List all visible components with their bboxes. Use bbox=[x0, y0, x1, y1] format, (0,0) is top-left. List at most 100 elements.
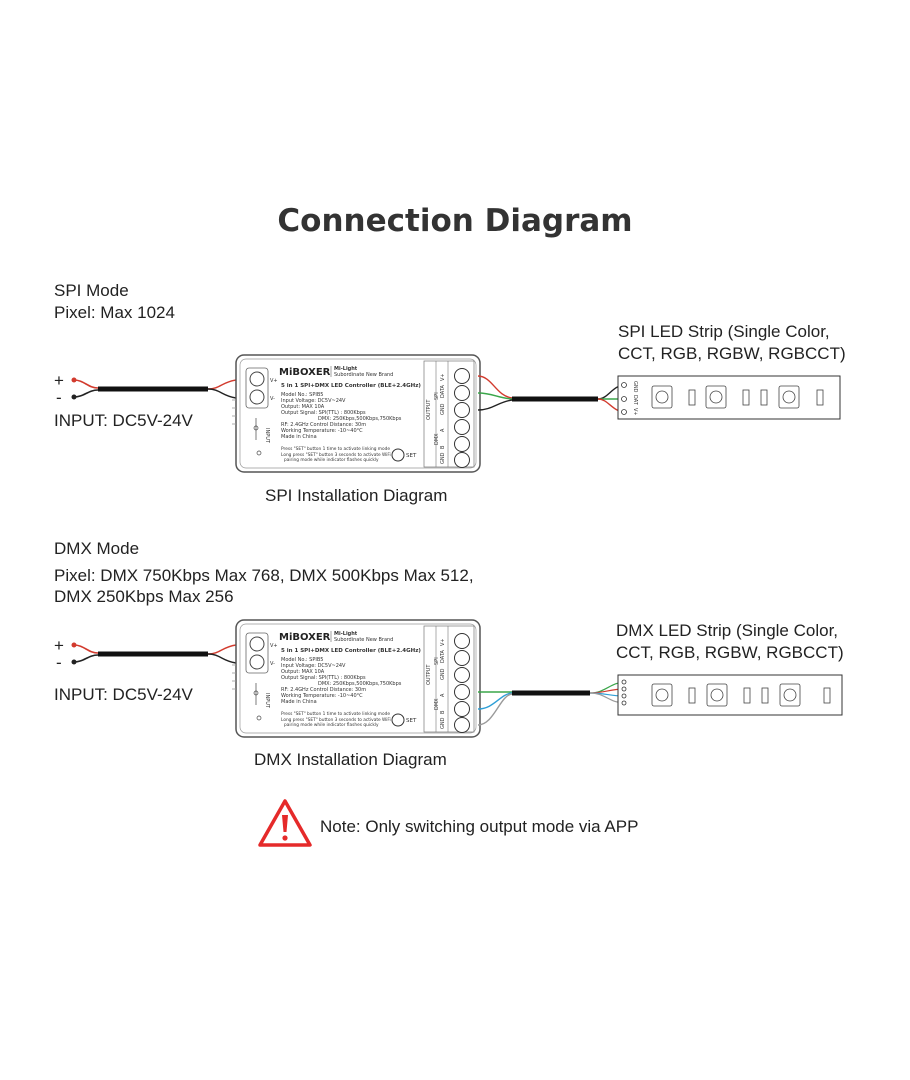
dmx-strip-label-2: CCT, RGB, RGBW, RGBCCT) bbox=[616, 643, 844, 662]
spi-pin-label: V+ bbox=[440, 373, 446, 381]
spi-section: V+ V- INPUT MiBOXER Mi-Light Subordinate… bbox=[71, 354, 841, 473]
spi-strip-label-2: CCT, RGB, RGBW, RGBCCT) bbox=[618, 344, 846, 363]
spi-output-label: OUTPUT bbox=[426, 399, 432, 420]
strip-pin-dat: DAT bbox=[632, 395, 638, 406]
dmx-indicator-led bbox=[256, 715, 262, 721]
spi-set-button[interactable] bbox=[391, 448, 405, 462]
spi-pin-label: A bbox=[440, 428, 446, 432]
dmx-brand-sub1: Mi-Light bbox=[334, 631, 358, 637]
spi-input-label: INPUT: DC5V-24V bbox=[54, 411, 193, 430]
dmx-polarity-icon bbox=[253, 683, 259, 705]
dmx-caption: DMX Installation Diagram bbox=[254, 750, 447, 769]
dmx-spec-line: Output Signal: SPI(TTL) : 800Kbps bbox=[281, 675, 366, 681]
dmx-pin-label: DATA bbox=[440, 650, 446, 663]
dmx-spec-line: Output: MAX 10A bbox=[281, 669, 325, 675]
spi-output-pin-labels: V+ DATA GND A B GND bbox=[440, 373, 446, 464]
dmx-output-label: OUTPUT bbox=[426, 664, 432, 685]
dmx-spec-line: Input Voltage: DC5V~24V bbox=[281, 663, 346, 669]
spi-indicator-led bbox=[256, 450, 262, 456]
spi-pixel-label: Pixel: Max 1024 bbox=[54, 303, 175, 322]
spi-brand-sub2: Subordinate New Brand bbox=[334, 372, 393, 378]
dmx-plus-label: + bbox=[54, 636, 64, 655]
dmx-input-vplus: V+ bbox=[270, 643, 278, 649]
dmx-port-dmx-label: DMX bbox=[434, 698, 440, 710]
dmx-brand-sub2: Subordinate New Brand bbox=[334, 637, 393, 643]
spi-polarity-icon bbox=[253, 418, 259, 440]
spi-port-dmx-label: DMX bbox=[434, 433, 440, 445]
spi-hint-3: pairing mode while indicator flashes qui… bbox=[284, 457, 379, 463]
spi-led-strip: GND DAT V+ bbox=[617, 375, 841, 420]
dmx-controller: V+ V- INPUT MiBOXER Mi-Light Subordinate… bbox=[232, 619, 481, 738]
spi-input-vminus: V- bbox=[270, 396, 275, 402]
dmx-port-spi-label: SPI bbox=[434, 657, 440, 665]
dmx-spec-line: Made in China bbox=[281, 699, 317, 705]
spi-spec-line: DMX: 250Kbps,500Kbps,750Kbps bbox=[318, 416, 402, 422]
dmx-output-terminals bbox=[454, 633, 470, 733]
dmx-set-button[interactable] bbox=[391, 713, 405, 727]
dmx-hint-2: Long press "SET" button 3 seconds to act… bbox=[281, 717, 391, 723]
dmx-minus-label: - bbox=[56, 653, 62, 672]
spi-pin-label: GND bbox=[440, 452, 446, 464]
spi-set-label: SET bbox=[406, 453, 417, 459]
spi-spec-line: Output Signal: SPI(TTL) : 800Kbps bbox=[281, 410, 366, 416]
spi-controller: V+ V- INPUT MiBOXER Mi-Light Subordinate… bbox=[232, 354, 481, 473]
warning-icon bbox=[258, 799, 312, 847]
dmx-hint-3: pairing mode while indicator flashes qui… bbox=[284, 722, 379, 728]
spi-spec-line: RF: 2.4GHz Control Distance: 30m bbox=[281, 422, 366, 428]
spi-brand: MiBOXER bbox=[279, 367, 331, 378]
spi-input-vplus: V+ bbox=[270, 378, 278, 384]
spi-plus-label: + bbox=[54, 371, 64, 390]
dmx-spec-list: Model No.: SPIB5 Input Voltage: DC5V~24V… bbox=[281, 657, 402, 705]
spi-minus-label: - bbox=[56, 388, 62, 407]
spi-port-spi-label: SPI bbox=[434, 392, 440, 400]
dmx-output-cable bbox=[477, 681, 625, 726]
spi-brand-sub1: Mi-Light bbox=[334, 366, 358, 372]
dmx-pixel-label-1: Pixel: DMX 750Kbps Max 768, DMX 500Kbps … bbox=[54, 566, 474, 585]
spi-pin-label: DATA bbox=[440, 385, 446, 398]
dmx-section: V+ V- INPUT MiBOXER Mi-Light Subordinate… bbox=[71, 619, 843, 738]
dmx-mode-label: DMX Mode bbox=[54, 539, 140, 558]
page-title: Connection Diagram bbox=[277, 203, 633, 239]
spi-spec-line: Input Voltage: DC5V~24V bbox=[281, 398, 346, 404]
strip-pin-gnd: GND bbox=[632, 381, 638, 393]
dmx-led-strip bbox=[617, 674, 843, 716]
dmx-pin-label: B bbox=[440, 710, 446, 714]
spi-strip-label-1: SPI LED Strip (Single Color, bbox=[618, 322, 830, 341]
dmx-pin-label: GND bbox=[440, 717, 446, 729]
spi-pin-label: GND bbox=[440, 403, 446, 415]
spi-spec-line: Model No.: SPIB5 bbox=[281, 392, 323, 398]
spi-caption: SPI Installation Diagram bbox=[265, 486, 448, 505]
dmx-input-cable bbox=[71, 642, 237, 665]
spi-hint-1: Press "SET" button 1 time to activate li… bbox=[281, 446, 390, 452]
spi-spec-line: Made in China bbox=[281, 434, 317, 440]
note-text: Note: Only switching output mode via APP bbox=[320, 817, 639, 836]
dmx-spec-line: DMX: 250Kbps,500Kbps,750Kbps bbox=[318, 681, 402, 687]
dmx-set-label: SET bbox=[406, 718, 417, 724]
dmx-pin-label: A bbox=[440, 693, 446, 697]
dmx-product-name: 5 in 1 SPI+DMX LED Controller (BLE+2.4GH… bbox=[281, 648, 421, 654]
spi-output-cable bbox=[477, 375, 625, 413]
dmx-pixel-label-2: DMX 250Kbps Max 256 bbox=[54, 587, 234, 606]
dmx-spec-line: Working Temperature: -10~40°C bbox=[281, 693, 363, 699]
dmx-spec-line: Model No.: SPIB5 bbox=[281, 657, 323, 663]
spi-hint-2: Long press "SET" button 3 seconds to act… bbox=[281, 452, 391, 458]
dmx-strip-label-1: DMX LED Strip (Single Color, bbox=[616, 621, 839, 640]
dmx-input-label: INPUT: DC5V-24V bbox=[54, 685, 193, 704]
spi-input-side-label: INPUT bbox=[264, 428, 270, 444]
spi-product-name: 5 in 1 SPI+DMX LED Controller (BLE+2.4GH… bbox=[281, 383, 421, 389]
spi-spec-list: Model No.: SPIB5 Input Voltage: DC5V~24V… bbox=[281, 392, 402, 440]
spi-mode-label: SPI Mode bbox=[54, 281, 129, 300]
spi-spec-line: Working Temperature: -10~40°C bbox=[281, 428, 363, 434]
dmx-hint-1: Press "SET" button 1 time to activate li… bbox=[281, 711, 390, 717]
spi-pin-label: B bbox=[440, 445, 446, 449]
dmx-spec-line: RF: 2.4GHz Control Distance: 30m bbox=[281, 687, 366, 693]
spi-output-terminals bbox=[454, 368, 470, 468]
dmx-pin-label: V+ bbox=[440, 638, 446, 646]
dmx-input-side-label: INPUT bbox=[264, 693, 270, 709]
strip-pin-vplus: V+ bbox=[632, 408, 638, 416]
dmx-brand: MiBOXER bbox=[279, 632, 331, 643]
spi-input-cable bbox=[71, 377, 237, 400]
spi-spec-line: Output: MAX 10A bbox=[281, 404, 325, 410]
dmx-output-pin-labels: V+ DATA GND A B GND bbox=[440, 638, 446, 729]
